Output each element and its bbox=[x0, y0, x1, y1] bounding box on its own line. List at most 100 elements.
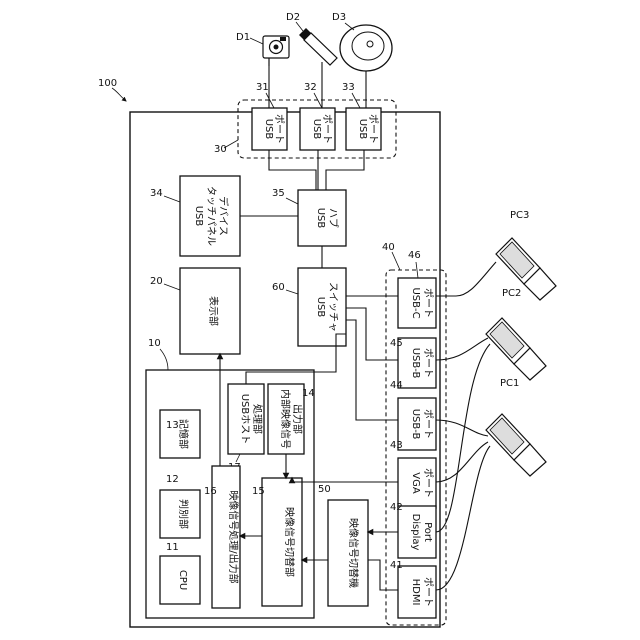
judge-unit: 判別部 bbox=[160, 490, 200, 538]
device-d3-leader bbox=[345, 23, 354, 30]
usb-hub-line1: USB bbox=[315, 208, 326, 229]
input-port-group-ref: 40 bbox=[382, 242, 395, 253]
touch-panel-line2: タッチパネル bbox=[205, 186, 217, 246]
usb-b-port-44-line2: ポート bbox=[422, 409, 434, 439]
usb-port-31-line1: USB bbox=[263, 119, 274, 140]
usb-host-line2: 処理部 bbox=[251, 404, 264, 434]
usb-c-port-line1: USB-C bbox=[410, 287, 421, 318]
usb-port-31-ref: 31 bbox=[256, 82, 269, 93]
cable-pc1-vga bbox=[436, 442, 488, 482]
device-d1-label: D1 bbox=[236, 32, 250, 43]
cable-pc2-dp bbox=[436, 344, 490, 532]
vga-port-line1: VGA bbox=[410, 472, 421, 494]
usb-host-line1: USBホスト bbox=[239, 394, 251, 445]
video-switch-line1: 映像信号切替部 bbox=[283, 507, 296, 577]
usb-b-port-44-ref: 44 bbox=[390, 380, 403, 391]
usb-c-port-leader bbox=[416, 262, 418, 278]
cable-pc3-usbc bbox=[436, 262, 496, 296]
usb-b-port-45: USB-B ポート bbox=[398, 338, 436, 388]
video-switcher-line1: 映像信号切替機 bbox=[347, 518, 360, 588]
displayport-line1: Display bbox=[410, 514, 421, 551]
usb-port-33-line2: ポート bbox=[367, 114, 379, 144]
displayport-line2: Port bbox=[422, 522, 433, 542]
touch-panel-device: USB タッチパネル デバイス bbox=[180, 176, 240, 256]
usb-hub: USB ハブ bbox=[298, 190, 346, 246]
vga-port: VGA ポート bbox=[398, 458, 436, 508]
device-d2-label: D2 bbox=[286, 12, 300, 23]
laptop-pc1-icon bbox=[486, 414, 546, 476]
usb-hub-line2: ハブ bbox=[327, 208, 340, 228]
controller-leader bbox=[160, 349, 168, 370]
storage-line1: 記憶部 bbox=[177, 419, 190, 449]
usb-port-33-ref: 33 bbox=[342, 82, 355, 93]
video-switch-ref: 15 bbox=[252, 486, 265, 497]
usb-hub-leader bbox=[286, 198, 298, 204]
usb-b-port-45-line1: USB-B bbox=[410, 348, 421, 379]
optical-disc-icon bbox=[340, 25, 392, 71]
hdmi-port-ref: 41 bbox=[390, 560, 403, 571]
cpu-unit: CPU bbox=[160, 556, 200, 604]
usb-switcher-ref: 60 bbox=[272, 282, 285, 293]
displayport-port: Display Port bbox=[398, 506, 436, 558]
usb-host-leader bbox=[236, 454, 240, 462]
touch-panel-ref: 34 bbox=[150, 188, 163, 199]
displayport-ref: 42 bbox=[390, 502, 403, 513]
usb-port-33-line1: USB bbox=[357, 119, 368, 140]
usb-b-port-45-line2: ポート bbox=[422, 348, 434, 378]
internal-video-line1: 内部映像信号 bbox=[279, 389, 292, 449]
usb-c-port: USB-C ポート bbox=[398, 278, 436, 328]
video-switch-unit: 映像信号切替部 bbox=[262, 478, 302, 606]
video-switcher-ref: 50 bbox=[318, 484, 331, 495]
display-ref: 20 bbox=[150, 276, 163, 287]
usb-switcher-line1: USB bbox=[315, 297, 326, 318]
display-unit: 表示部 bbox=[180, 268, 240, 354]
vga-port-line2: ポート bbox=[422, 468, 434, 498]
usb-c-port-line2: ポート bbox=[422, 288, 434, 318]
cpu-line1: CPU bbox=[177, 570, 188, 590]
link-port31-hub bbox=[269, 150, 316, 190]
vga-port-ref: 43 bbox=[390, 440, 403, 451]
display-line1: 表示部 bbox=[207, 296, 220, 326]
usb-b-port-45-ref: 45 bbox=[390, 338, 403, 349]
hdmi-port: HDMI ポート bbox=[398, 566, 436, 618]
touch-panel-leader bbox=[164, 196, 180, 202]
video-proc-line1: 映像信号処理/出力部 bbox=[227, 490, 240, 583]
video-proc-ref: 16 bbox=[204, 486, 217, 497]
usb-switcher-line2: スイッチャ bbox=[327, 282, 339, 332]
usb-b-port-44-line1: USB-B bbox=[410, 409, 421, 440]
hdmi-port-line1: HDMI bbox=[410, 579, 421, 606]
usb-port-32-ref: 32 bbox=[304, 82, 317, 93]
usb-port-33: USB ポート bbox=[346, 108, 381, 150]
cable-pc2-usbb bbox=[436, 338, 488, 360]
judge-line1: 判別部 bbox=[177, 499, 190, 529]
laptop-pc2-icon bbox=[486, 318, 546, 380]
usb-c-port-ref: 46 bbox=[408, 250, 421, 261]
cable-pc1-usbb bbox=[436, 420, 488, 436]
input-port-group-leader bbox=[392, 252, 400, 270]
hdmi-port-line2: ポート bbox=[422, 577, 434, 607]
usb-port-32-line2: ポート bbox=[321, 114, 333, 144]
touch-panel-line3: デバイス bbox=[217, 196, 230, 236]
pc2-label: PC2 bbox=[502, 288, 521, 299]
video-switcher: 映像信号切替機 bbox=[328, 500, 368, 606]
cpu-ref: 11 bbox=[166, 542, 179, 553]
judge-ref: 12 bbox=[166, 474, 179, 485]
link-vga-switch bbox=[292, 478, 398, 482]
usb-port-32-line1: USB bbox=[311, 119, 322, 140]
figure-ref-leader bbox=[112, 88, 126, 101]
link-port33-hub bbox=[326, 150, 364, 190]
camera-icon bbox=[263, 36, 289, 66]
link-usbb44-switcher bbox=[346, 320, 398, 420]
usb-port-group-ref: 30 bbox=[214, 144, 227, 155]
storage-ref: 13 bbox=[166, 420, 179, 431]
device-d2-leader bbox=[296, 22, 303, 31]
internal-video-line2: 出力部 bbox=[291, 404, 304, 434]
usb-b-port-44: USB-B ポート bbox=[398, 398, 436, 450]
usb-hub-ref: 35 bbox=[272, 188, 285, 199]
display-leader bbox=[164, 284, 180, 290]
usb-port-31-line2: ポート bbox=[273, 114, 285, 144]
pc1-label: PC1 bbox=[500, 378, 519, 389]
figure-ref-label: 100 bbox=[98, 78, 117, 89]
pc3-label: PC3 bbox=[510, 210, 529, 221]
